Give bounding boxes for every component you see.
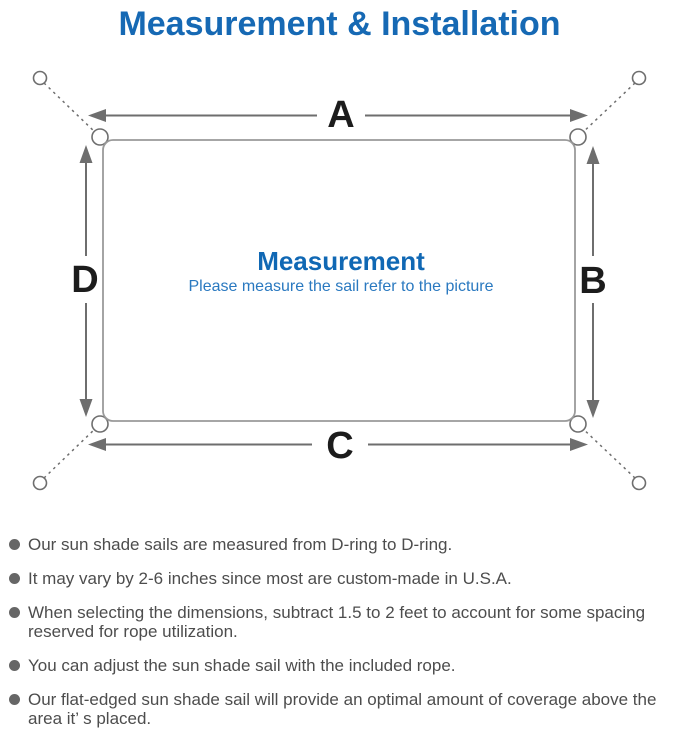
rope-line-top-left xyxy=(43,82,99,136)
bullet-icon xyxy=(9,573,20,585)
bullet-icon xyxy=(9,539,20,551)
diagram-center-heading: Measurement xyxy=(257,246,425,276)
list-item-text: When selecting the dimensions, subtract … xyxy=(28,603,646,642)
dimension-arrow-b xyxy=(586,146,600,419)
list-item: It may vary by 2-6 inches since most are… xyxy=(9,569,675,588)
dimension-label-a: A xyxy=(327,94,354,136)
anchor-point-icon xyxy=(631,70,647,86)
d-ring-icon xyxy=(91,128,109,146)
list-item: Our flat-edged sun shade sail will provi… xyxy=(9,690,675,728)
d-ring-icon xyxy=(569,415,587,433)
rope-line-bottom-left xyxy=(43,425,99,479)
d-ring-icon xyxy=(91,415,109,433)
sail-outline xyxy=(102,139,576,422)
notes-list: Our sun shade sails are measured from D-… xyxy=(0,515,679,728)
d-ring-icon xyxy=(569,128,587,146)
list-item-text: You can adjust the sun shade sail with t… xyxy=(28,656,456,676)
dimension-label-d: D xyxy=(71,259,98,301)
dimension-label-c: C xyxy=(326,425,353,467)
dimension-arrow-d xyxy=(79,145,93,418)
rope-line-top-right xyxy=(579,82,636,136)
bullet-icon xyxy=(9,660,20,672)
list-item: You can adjust the sun shade sail with t… xyxy=(9,656,675,675)
list-item-text: Our flat-edged sun shade sail will provi… xyxy=(28,690,657,729)
bullet-icon xyxy=(9,607,20,619)
list-item: Our sun shade sails are measured from D-… xyxy=(9,535,675,554)
list-item: When selecting the dimensions, subtract … xyxy=(9,603,675,641)
bullet-icon xyxy=(9,694,20,706)
list-item-text: Our sun shade sails are measured from D-… xyxy=(28,535,453,555)
anchor-point-icon xyxy=(631,475,647,491)
page-title: Measurement & Installation xyxy=(118,5,561,43)
list-item-text: It may vary by 2-6 inches since most are… xyxy=(28,569,512,589)
rope-line-bottom-right xyxy=(579,425,636,479)
dimension-label-b: B xyxy=(579,260,606,302)
dimension-arrow-c xyxy=(88,438,588,452)
dimension-arrow-a xyxy=(88,109,588,123)
anchor-point-icon xyxy=(32,70,48,86)
diagram-center-subtitle: Please measure the sail refer to the pic… xyxy=(188,278,493,295)
anchor-point-icon xyxy=(32,475,48,491)
measurement-diagram: A D B C Measurement Please measure the s… xyxy=(32,70,647,491)
